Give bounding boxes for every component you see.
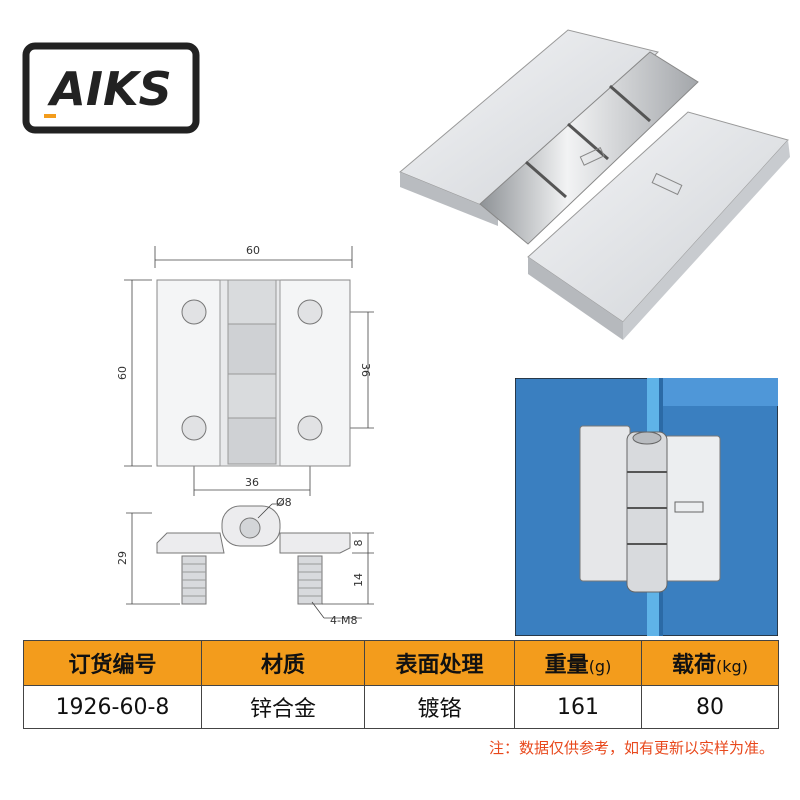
cell-surface-treatment: 镀铬 <box>364 685 515 729</box>
technical-drawing: 60 60 36 36 Ø8 29 8 14 4-M8 <box>116 244 374 627</box>
cell-weight: 161 <box>514 685 642 729</box>
installation-image <box>515 378 778 636</box>
dim-hole-horizontal: 36 <box>245 476 259 489</box>
dim-screw-length: 14 <box>352 573 365 587</box>
cell-material: 锌合金 <box>201 685 365 729</box>
logo-text: AIKS <box>47 62 172 116</box>
cell-load: 80 <box>641 685 779 729</box>
screw-spec: 4-M8 <box>330 614 357 627</box>
cell-order-number: 1926-60-8 <box>23 685 202 729</box>
dim-top-width: 60 <box>246 244 260 257</box>
dim-hole-vertical: 36 <box>359 363 372 377</box>
disclaimer-note: 注：数据仅供参考，如有更新以实样为准。 <box>488 739 774 757</box>
header-material: 材质 <box>201 640 365 686</box>
dim-pin-diameter: Ø8 <box>276 496 292 509</box>
header-surface-treatment: 表面处理 <box>364 640 515 686</box>
header-order-number: 订货编号 <box>23 640 202 686</box>
spec-table: 订货编号 材质 表面处理 重量(g) 载荷(kg) 1926-60-8 锌合金 … <box>23 640 779 729</box>
table-row: 1926-60-8 锌合金 镀铬 161 80 <box>23 685 779 729</box>
header-weight: 重量(g) <box>514 640 642 686</box>
dim-left-height: 60 <box>116 366 129 380</box>
header-load: 载荷(kg) <box>641 640 779 686</box>
dim-side-total: 29 <box>116 551 129 565</box>
hinge-3d-image <box>399 29 790 340</box>
brand-logo: AIKS <box>22 42 200 134</box>
spec-table-header-row: 订货编号 材质 表面处理 重量(g) 载荷(kg) <box>23 640 779 686</box>
dim-leaf-thickness: 8 <box>352 540 365 547</box>
